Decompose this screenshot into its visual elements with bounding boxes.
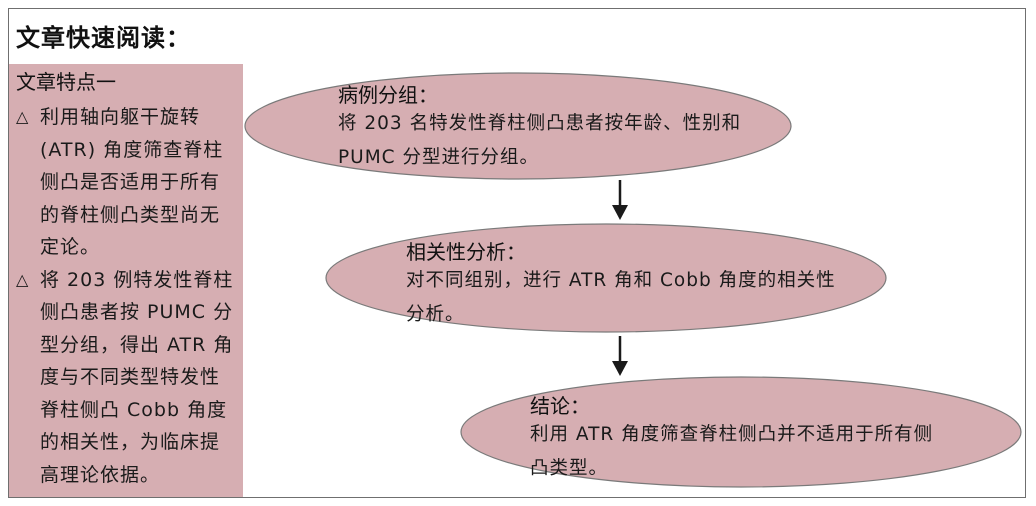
flow-node-heading-conclusion: 结论： <box>530 394 590 418</box>
feature-line: 型分组，得出 ATR 角 <box>40 333 234 356</box>
flow-node-body-correlation: 对不同组别，进行 ATR 角和 Cobb 角度的相关性 分析。 <box>406 264 836 332</box>
flow-node-line: 将 203 名特发性脊柱侧凸患者按年龄、性别和 <box>338 113 742 134</box>
feature-line: 高理论依据。 <box>40 463 161 486</box>
page-title: 文章快速阅读： <box>16 24 191 52</box>
flow-node-line: 凸类型。 <box>530 458 609 479</box>
feature-line: 侧凸患者按 PUMC 分 <box>40 301 234 323</box>
features-heading: 文章特点一 <box>16 70 116 94</box>
flow-node-heading-grouping: 病例分组： <box>338 83 438 107</box>
features-list: △ 利用轴向躯干旋转 (ATR) 角度筛查脊柱 侧凸是否适用于所有 的脊柱侧凸类… <box>16 101 236 491</box>
triangle-bullet-icon: △ <box>16 269 30 289</box>
feature-line: 定论。 <box>40 236 101 258</box>
feature-line: 的脊柱侧凸类型尚无 <box>40 203 221 226</box>
feature-line: 将 203 例特发性脊柱 <box>40 268 234 291</box>
feature-item-1: △ 利用轴向躯干旋转 (ATR) 角度筛查脊柱 侧凸是否适用于所有 的脊柱侧凸类… <box>16 101 236 264</box>
triangle-bullet-icon: △ <box>16 107 30 126</box>
flow-node-line: PUMC 分型进行分组。 <box>338 147 539 168</box>
flow-node-line: 对不同组别，进行 ATR 角和 Cobb 角度的相关性 <box>406 270 836 291</box>
feature-line: 脊柱侧凸 Cobb 角度 <box>40 398 228 421</box>
flow-node-body-conclusion: 利用 ATR 角度筛查脊柱侧凸并不适用于所有侧 凸类型。 <box>530 418 933 486</box>
features-panel <box>9 64 243 497</box>
flow-node-heading-correlation: 相关性分析： <box>406 240 526 264</box>
feature-line: 度与不同类型特发性 <box>40 366 221 388</box>
flow-node-line: 利用 ATR 角度筛查脊柱侧凸并不适用于所有侧 <box>530 424 934 445</box>
feature-line: 利用轴向躯干旋转 <box>40 106 201 128</box>
feature-line: 的相关性，为临床提 <box>40 431 221 453</box>
flow-node-body-grouping: 将 203 名特发性脊柱侧凸患者按年龄、性别和 PUMC 分型进行分组。 <box>338 107 741 175</box>
flow-node-line: 分析。 <box>406 304 465 325</box>
feature-line: (ATR) 角度筛查脊柱 <box>40 138 224 161</box>
feature-line: 侧凸是否适用于所有 <box>40 171 221 193</box>
feature-item-2: △ 将 203 例特发性脊柱 侧凸患者按 PUMC 分 型分组，得出 ATR 角… <box>16 264 236 492</box>
